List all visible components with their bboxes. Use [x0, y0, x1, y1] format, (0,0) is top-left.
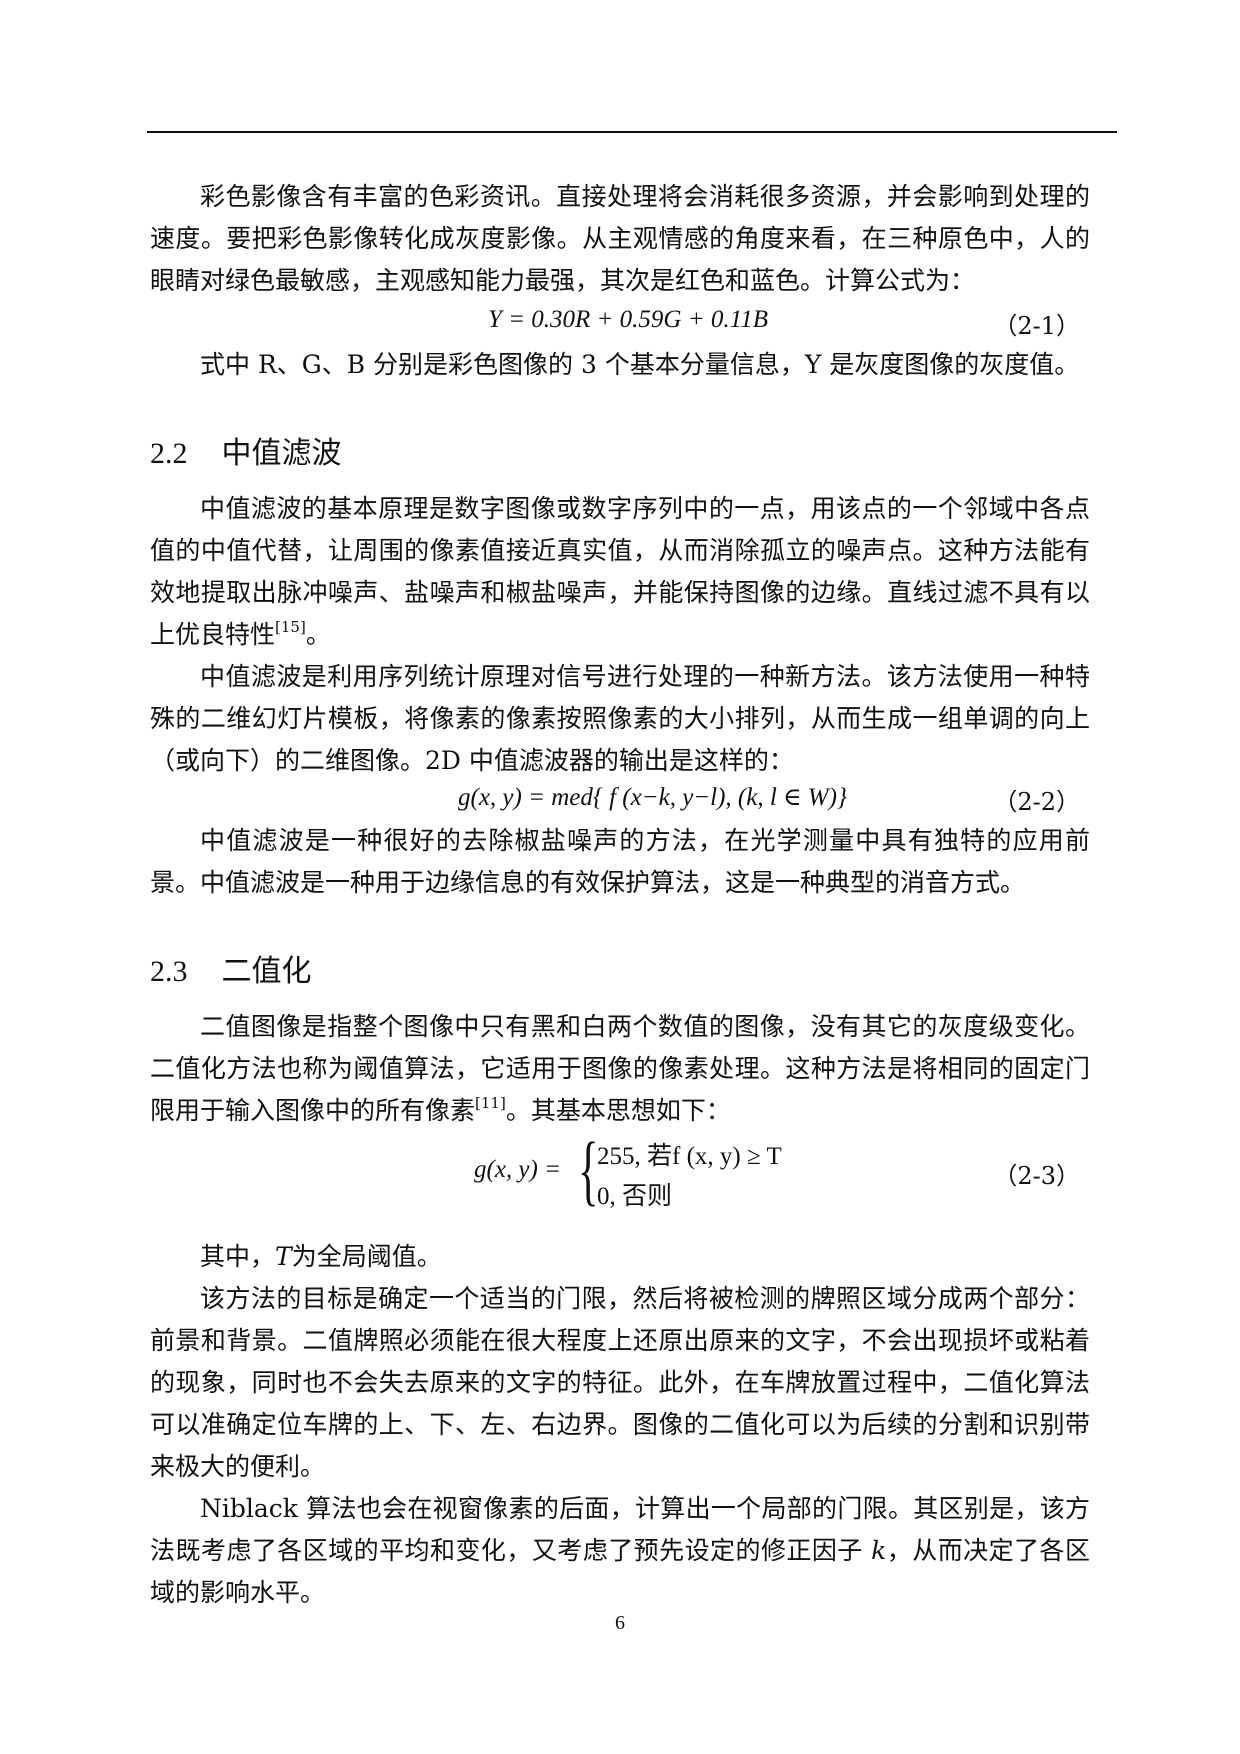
equation-case-1: 255, 若f (x, y) ≥ T — [597, 1143, 782, 1170]
section-title: 二值化 — [221, 954, 312, 989]
header-rule — [147, 131, 1117, 133]
equation-case-2: 0, 否则 — [597, 1183, 673, 1210]
paragraph-text: 中值滤波的基本原理是数字图像或数字序列中的一点，用该点的一个邻域中各点值的中值代… — [150, 494, 1090, 649]
page-number: 6 — [615, 1612, 625, 1634]
section-number: 2.2 — [150, 437, 188, 470]
equation-lhs: g(x, y) = — [474, 1156, 561, 1183]
variable-t: T — [275, 1242, 292, 1271]
equation-2-1: Y = 0.30R + 0.59G + 0.11B （2-1） — [150, 306, 1090, 346]
paragraph-text: 二值图像是指整个图像中只有黑和白两个数值的图像，没有其它的灰度级变化。二值化方法… — [150, 1012, 1090, 1125]
equation-2-2: g(x, y) = med{ f (x−k, y−l), (k, l ∈ W)}… — [150, 782, 1090, 822]
equation-2-3: g(x, y) = { 255, 若f (x, y) ≥ T 0, 否则 （2-… — [150, 1130, 1090, 1216]
equation-formula: g(x, y) = med{ f (x−k, y−l), (k, l ∈ W)} — [458, 784, 847, 811]
section-heading-2-3: 2.3 二值化 — [150, 952, 312, 992]
paragraph-text-end: 。其基本思想如下： — [505, 1096, 731, 1125]
equation-number: （2-3） — [993, 1162, 1080, 1190]
paragraph-rgb-explanation: 式中 R、G、B 分别是彩色图像的 3 个基本分量信息，Y 是灰度图像的灰度值。 — [200, 350, 1080, 379]
left-brace-icon: { — [578, 1126, 599, 1213]
section-number: 2.3 — [150, 955, 188, 988]
variable-k: k — [871, 1536, 887, 1565]
paragraph-binary-image: 二值图像是指整个图像中只有黑和白两个数值的图像，没有其它的灰度级变化。二值化方法… — [150, 1006, 1090, 1132]
paragraph-text: 其中， — [200, 1242, 276, 1271]
paragraph-text-end: ，从而决定了各区域的影响水平。 — [150, 1536, 1090, 1607]
paragraph-color-to-gray: 彩色影像含有丰富的色彩资讯。直接处理将会消耗很多资源，并会影响到处理的速度。要把… — [150, 182, 1090, 295]
paragraph-text: Niblack 算法也会在视窗像素的后面，计算出一个局部的门限。其区别是，该方法… — [150, 1494, 1090, 1565]
citation-ref: [11] — [475, 1094, 506, 1112]
paragraph-median-filter-principle: 中值滤波的基本原理是数字图像或数字序列中的一点，用该点的一个邻域中各点值的中值代… — [150, 488, 1090, 656]
paragraph-text-end: 为全局阈值。 — [291, 1242, 442, 1271]
citation-ref: [15] — [275, 618, 306, 636]
equation-number: （2-1） — [993, 312, 1080, 340]
equation-formula: Y = 0.30R + 0.59G + 0.11B — [488, 306, 769, 333]
paragraph-text-end: 。 — [305, 620, 331, 649]
paragraph-binarization-goal: 该方法的目标是确定一个适当的门限，然后将被检测的牌照区域分成两个部分：前景和背景… — [150, 1284, 1090, 1481]
paragraph-median-filter-summary: 中值滤波是一种很好的去除椒盐噪声的方法，在光学测量中具有独特的应用前景。中值滤波… — [150, 826, 1090, 897]
paragraph-niblack: Niblack 算法也会在视窗像素的后面，计算出一个局部的门限。其区别是，该方法… — [150, 1488, 1090, 1614]
section-heading-2-2: 2.2 中值滤波 — [150, 434, 342, 474]
paragraph-median-filter-method: 中值滤波是利用序列统计原理对信号进行处理的一种新方法。该方法使用一种特殊的二维幻… — [150, 662, 1090, 775]
paragraph-threshold-definition: 其中，T为全局阈值。 — [150, 1236, 1090, 1278]
equation-number: （2-2） — [993, 788, 1080, 816]
section-title: 中值滤波 — [221, 436, 342, 471]
